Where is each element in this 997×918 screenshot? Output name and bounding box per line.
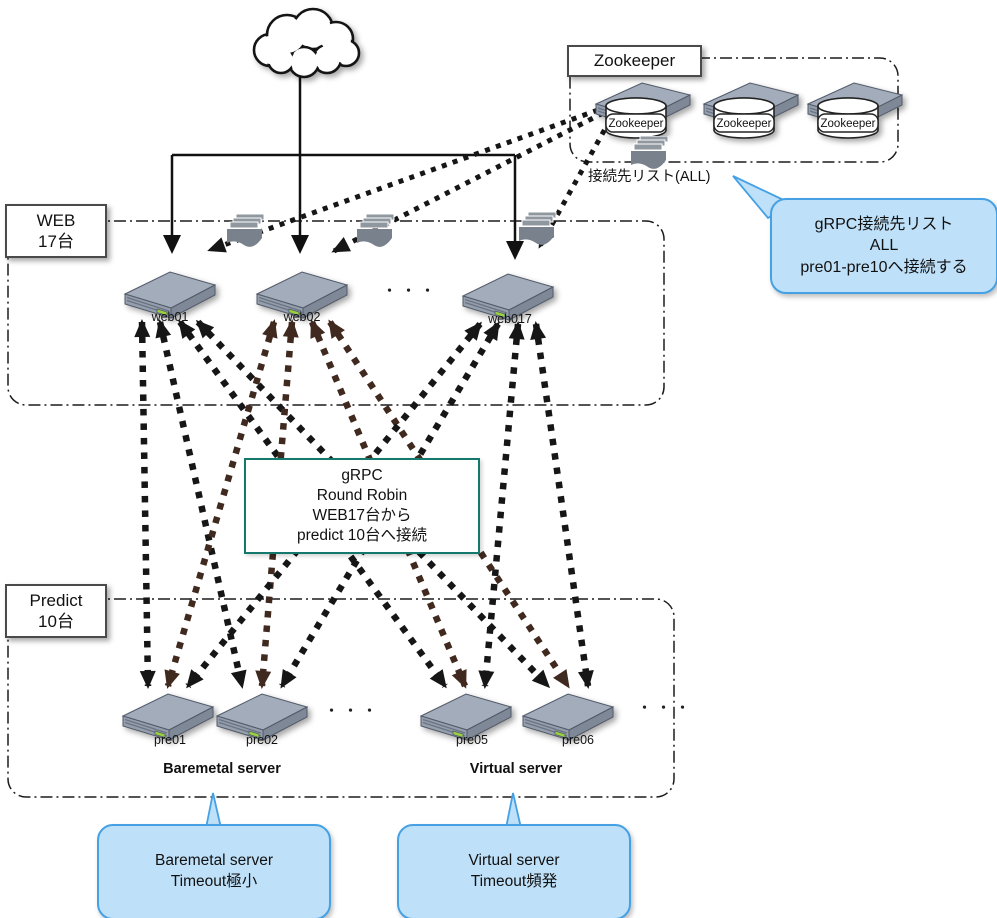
server-led: [288, 308, 300, 317]
cloud-to-web-arrows: [163, 70, 524, 260]
web-group-border: [7, 220, 665, 406]
web-ellipsis: ・・・: [383, 283, 441, 298]
server-led: [554, 730, 566, 739]
predict-ellipsis-right: ・・・: [638, 700, 696, 715]
zookeeper-server-icon: Zookeeper: [806, 82, 904, 139]
predict-server-label: pre05: [456, 733, 488, 747]
zookeeper-server-icon: Zookeeper: [702, 82, 800, 139]
zookeeper-db-cylinder-icon: Zookeeper: [605, 97, 667, 139]
predict-server-icon: [521, 693, 615, 741]
predict-server-icon: [215, 693, 309, 741]
virtual-callout-line2: Timeout頻発: [470, 873, 558, 890]
grpc-note-line1: gRPC: [341, 466, 383, 484]
zookeeper-list-callout: gRPC接続先リスト ALL pre01-pre10へ接続する: [770, 198, 997, 294]
baremetal-caption: Baremetal server: [163, 761, 281, 777]
zookeeper-group-border: [569, 57, 899, 163]
server-led: [248, 730, 260, 739]
baremetal-callout: Baremetal server Timeout極小: [97, 824, 331, 918]
predict-server-label: pre01: [154, 733, 186, 747]
web-group-title: WEB 17台: [5, 204, 107, 258]
virtual-callout-tail: [504, 792, 523, 829]
zookeeper-server-label: Zookeeper: [609, 118, 664, 130]
predict-server-label: pre02: [246, 733, 278, 747]
connection-list-documents-icon: [357, 214, 395, 247]
baremetal-callout-tail: [204, 792, 223, 829]
virtual-caption: Virtual server: [469, 761, 563, 777]
web-server-label: web02: [283, 310, 321, 324]
grpc-note-line3: WEB17台から: [312, 507, 412, 524]
web-server-icon: [255, 271, 349, 319]
web-server-label: web017: [488, 312, 532, 326]
zookeeper-server-label: Zookeeper: [821, 118, 876, 130]
connection-list-documents-icon: [519, 212, 557, 245]
zookeeper-group-title-text: Zookeeper: [593, 51, 676, 71]
zookeeper-callout-line2: ALL: [869, 237, 899, 255]
web-server-label: web01: [151, 310, 189, 324]
zookeeper-server-icon: Zookeeper: [594, 82, 692, 139]
server-led: [154, 730, 166, 739]
predict-group-title-line1: Predict: [29, 590, 83, 610]
predict-server-label: pre06: [562, 733, 594, 747]
zookeeper-callout-line1: gRPC接続先リスト: [814, 215, 954, 233]
baremetal-callout-line1: Baremetal server: [154, 852, 273, 870]
connection-list-label: 接続先リスト(ALL): [588, 169, 711, 185]
web-group-title-line1: WEB: [36, 210, 76, 230]
predict-server-icon: [121, 693, 215, 741]
predict-server-icon: [419, 693, 513, 741]
virtual-callout: Virtual server Timeout頻発: [397, 824, 631, 918]
grpc-note-line4: predict 10台へ接続: [296, 527, 428, 545]
zookeeper-to-web-arrows: [207, 107, 613, 254]
internet-cloud-icon: [252, 7, 361, 79]
predict-group-title-line2: 10台: [38, 612, 74, 631]
baremetal-callout-line2: Timeout極小: [170, 873, 258, 890]
grpc-roundrobin-note: gRPC Round Robin WEB17台から predict 10台へ接続: [244, 458, 480, 554]
web-server-icon: [123, 271, 217, 319]
zookeeper-group-title: Zookeeper: [567, 45, 702, 77]
zookeeper-server-label: Zookeeper: [717, 118, 772, 130]
virtual-callout-line1: Virtual server: [468, 852, 560, 870]
zookeeper-db-cylinder-icon: Zookeeper: [817, 97, 879, 139]
server-led: [494, 310, 506, 319]
predict-group-title: Predict 10台: [5, 584, 107, 638]
server-led: [452, 730, 464, 739]
web-group-title-line2: 17台: [38, 232, 74, 251]
connection-list-documents-icon: [631, 136, 669, 169]
server-led: [156, 308, 168, 317]
zookeeper-callout-line3: pre01-pre10へ接続する: [800, 258, 968, 276]
grpc-note-line2: Round Robin: [316, 486, 408, 504]
zookeeper-db-cylinder-icon: Zookeeper: [713, 97, 775, 139]
connection-list-documents-icon: [227, 214, 265, 247]
predict-ellipsis-mid: ・・・: [325, 703, 383, 718]
